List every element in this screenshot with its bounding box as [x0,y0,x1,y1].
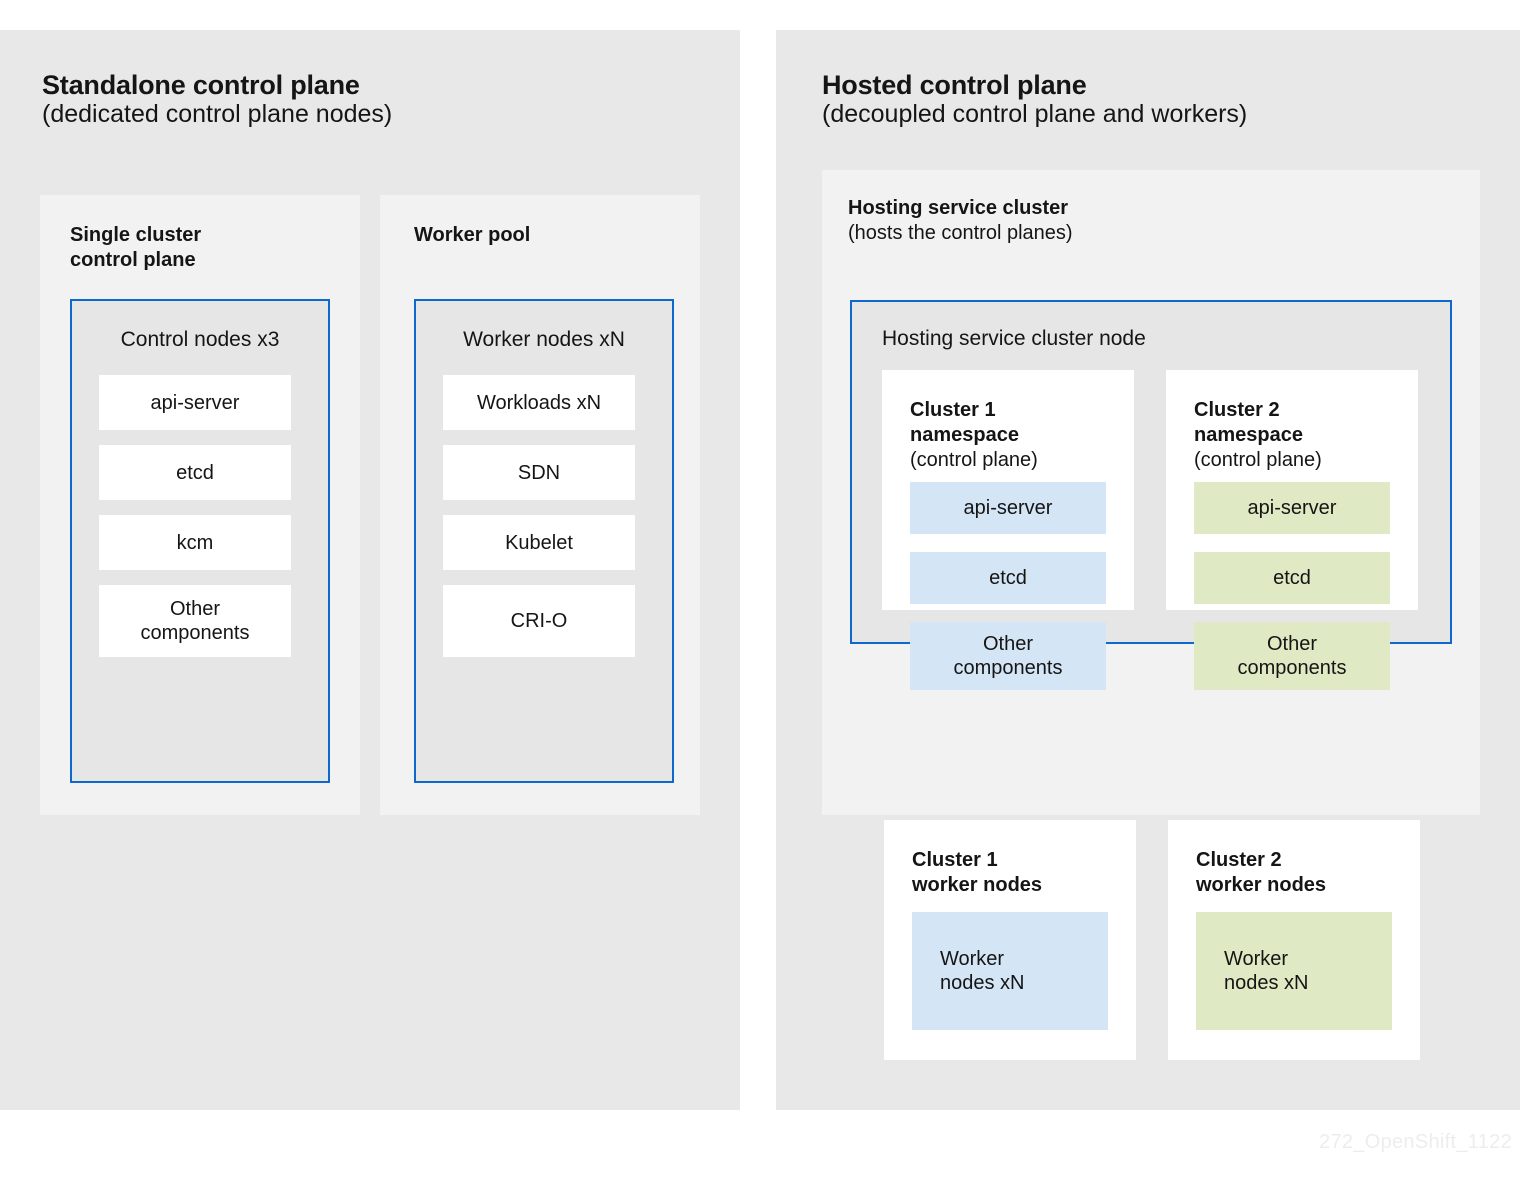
cluster-1-namespace-subtitle: (control plane) [910,449,1038,471]
left-panel-subtitle: (dedicated control plane nodes) [42,100,393,128]
single-cluster-card-title: Single cluster control plane [70,224,202,271]
component-chip-other-components: Other components [99,585,291,657]
left-panel-title: Standalone control plane [42,70,360,100]
worker-nodes-box: Worker nodes xN Workloads xN SDN Kubelet… [414,299,674,783]
cluster-1-chip-api-server: api-server [910,482,1106,534]
cluster-2-namespace-subtitle: (control plane) [1194,449,1322,471]
cluster-2-namespace-card: Cluster 2 namespace (control plane) api-… [1166,370,1418,690]
hosting-service-cluster-title: Hosting service cluster [848,197,1069,219]
cluster-1-worker-nodes-title: Cluster 1 worker nodes [912,849,1043,896]
component-chip-kubelet: Kubelet [443,515,635,570]
cluster-1-chip-other-components: Other components [910,622,1106,690]
single-cluster-control-plane-card: Single cluster control plane Control nod… [40,195,360,815]
worker-nodes-label: Worker nodes xN [463,328,625,351]
component-chip-etcd: etcd [99,445,291,500]
cluster-1-worker-nodes-card: Cluster 1 worker nodes Worker nodes xN [884,820,1136,1060]
control-nodes-box: Control nodes x3 api-server etcd kcm Oth… [70,299,330,783]
cluster-2-chip-other-components: Other components [1194,622,1390,690]
watermark-label: 272_OpenShift_1122 [1319,1131,1512,1153]
cluster-1-chip-etcd: etcd [910,552,1106,604]
component-chip-cri-o: CRI-O [443,585,635,657]
hosted-control-plane-panel: Hosted control plane (decoupled control … [776,30,1520,1110]
component-chip-kcm: kcm [99,515,291,570]
hosting-service-cluster-subtitle: (hosts the control planes) [848,222,1073,244]
standalone-control-plane-panel: Standalone control plane (dedicated cont… [0,30,740,1110]
cluster-2-worker-nodes-chip: Worker nodes xN [1196,912,1392,1030]
hosting-service-cluster-node-box: Hosting service cluster node Cluster 1 n… [850,300,1452,690]
cluster-2-chip-api-server: api-server [1194,482,1390,534]
control-nodes-label: Control nodes x3 [120,328,280,351]
cluster-1-namespace-title: Cluster 1 namespace [910,399,1019,446]
cluster-2-worker-nodes-card: Cluster 2 worker nodes Worker nodes xN [1168,820,1420,1060]
hosting-service-cluster-node-label: Hosting service cluster node [882,327,1146,350]
cluster-1-namespace-card: Cluster 1 namespace (control plane) api-… [882,370,1134,690]
right-panel-subtitle: (decoupled control plane and workers) [822,100,1248,128]
right-panel-title: Hosted control plane [822,70,1087,100]
cluster-2-chip-etcd: etcd [1194,552,1390,604]
cluster-2-namespace-title: Cluster 2 namespace [1194,399,1303,446]
worker-pool-card: Worker pool Worker nodes xN Workloads xN… [380,195,700,815]
cluster-1-worker-nodes-chip: Worker nodes xN [912,912,1108,1030]
component-chip-workloads: Workloads xN [443,375,635,430]
component-chip-sdn: SDN [443,445,635,500]
cluster-2-worker-nodes-title: Cluster 2 worker nodes [1196,849,1327,896]
hosting-service-cluster-card: Hosting service cluster (hosts the contr… [822,170,1480,815]
worker-pool-card-title: Worker pool [414,224,531,246]
component-chip-api-server: api-server [99,375,291,430]
